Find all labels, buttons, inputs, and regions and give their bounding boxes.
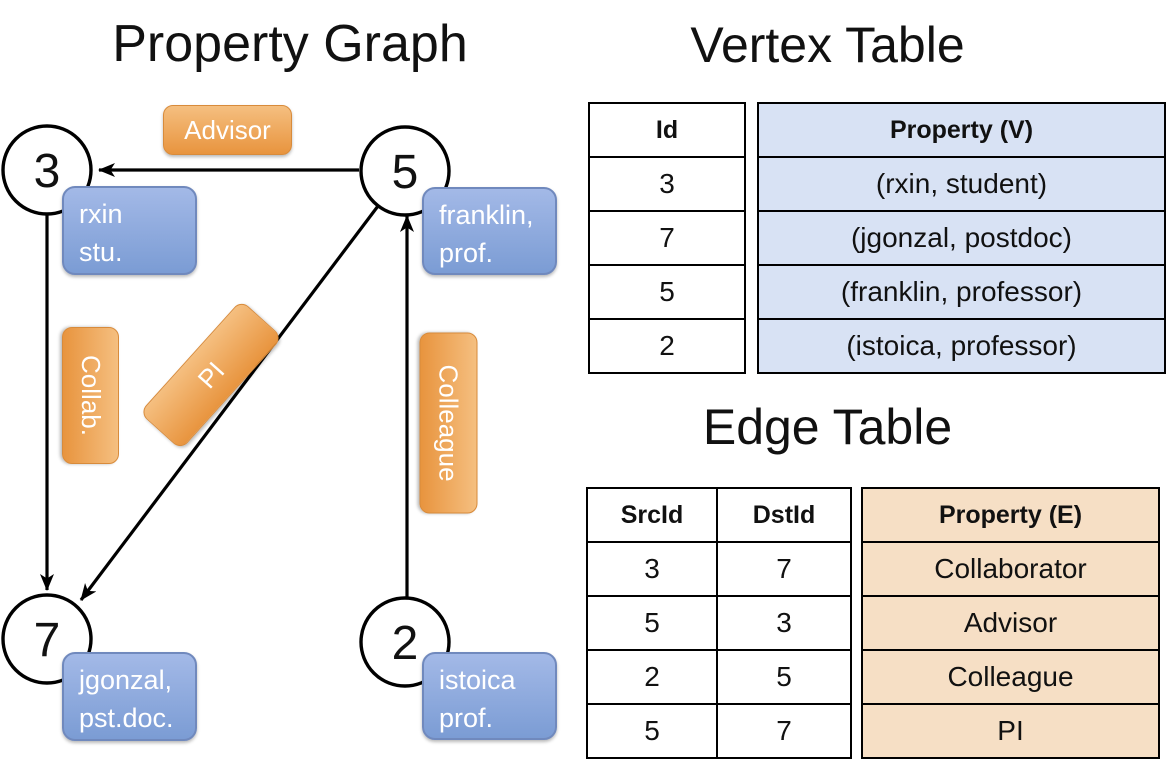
edge-dst-header: DstId [716, 487, 852, 543]
vertex-id-cell: 2 [588, 318, 746, 374]
vertex-id-cell: 7 [588, 210, 746, 266]
edge-property-cell: Advisor [861, 595, 1160, 651]
vertex-property-cell: (rxin, student) [757, 156, 1166, 212]
edge-dst-cell: 5 [716, 649, 852, 705]
vertex-property-cell: (jgonzal, postdoc) [757, 210, 1166, 266]
vertex-id-cell: 5 [588, 264, 746, 320]
vertex-box-istoica: istoica prof. [422, 652, 557, 740]
edge-arrow-5-to-7 [79, 205, 380, 601]
vertex-id-header: Id [588, 102, 746, 158]
node-id-label: 7 [34, 614, 61, 667]
edge-property-header: Property (E) [861, 487, 1160, 543]
vertex-table-title: Vertex Table [690, 17, 965, 73]
vertex-box-franklin: franklin, prof. [422, 187, 557, 275]
vertex-box-line: jgonzal, [79, 665, 173, 695]
property-graph-title: Property Graph [112, 15, 468, 73]
edge-label-collab: Collab. [62, 327, 119, 464]
node-id-label: 3 [34, 145, 61, 198]
edge-label-colleague: Colleague [419, 332, 478, 514]
vertex-box-jgonzal: jgonzal, pst.doc. [62, 652, 197, 741]
edge-src-dst-table: SrcId DstId 3 7 5 3 2 5 5 7 [586, 487, 852, 759]
vertex-box-line: pst.doc. [79, 703, 174, 734]
node-id-label: 2 [392, 617, 419, 670]
edge-property-cell: Collaborator [861, 541, 1160, 597]
vertex-property-cell: (istoica, professor) [757, 318, 1166, 374]
edge-dst-cell: 3 [716, 595, 852, 651]
edge-property-cell: Colleague [861, 649, 1160, 705]
vertex-box-line: franklin, [439, 200, 534, 230]
edge-src-cell: 5 [586, 595, 718, 651]
edge-table-title: Edge Table [702, 399, 953, 455]
edge-src-cell: 5 [586, 703, 718, 759]
vertex-box-line: istoica [439, 665, 516, 695]
edge-dst-cell: 7 [716, 541, 852, 597]
vertex-id-table: Id 3 7 5 2 [588, 102, 746, 374]
edge-property-cell: PI [861, 703, 1160, 759]
edge-src-cell: 2 [586, 649, 718, 705]
edge-property-table: Property (E) Collaborator Advisor Collea… [861, 487, 1160, 759]
edge-dst-cell: 7 [716, 703, 852, 759]
vertex-property-header: Property (V) [757, 102, 1166, 158]
vertex-box-line: prof. [439, 238, 494, 269]
vertex-box-rxin: rxin stu. [62, 186, 197, 275]
edge-label-advisor: Advisor [163, 105, 292, 155]
vertex-box-line: rxin [79, 199, 123, 229]
edge-src-header: SrcId [586, 487, 718, 543]
vertex-box-line: prof. [439, 703, 494, 734]
vertex-box-line: stu. [79, 237, 123, 268]
node-id-label: 5 [392, 146, 419, 199]
vertex-property-table: Property (V) (rxin, student) (jgonzal, p… [757, 102, 1166, 374]
edge-src-cell: 3 [586, 541, 718, 597]
vertex-property-cell: (franklin, professor) [757, 264, 1166, 320]
vertex-id-cell: 3 [588, 156, 746, 212]
